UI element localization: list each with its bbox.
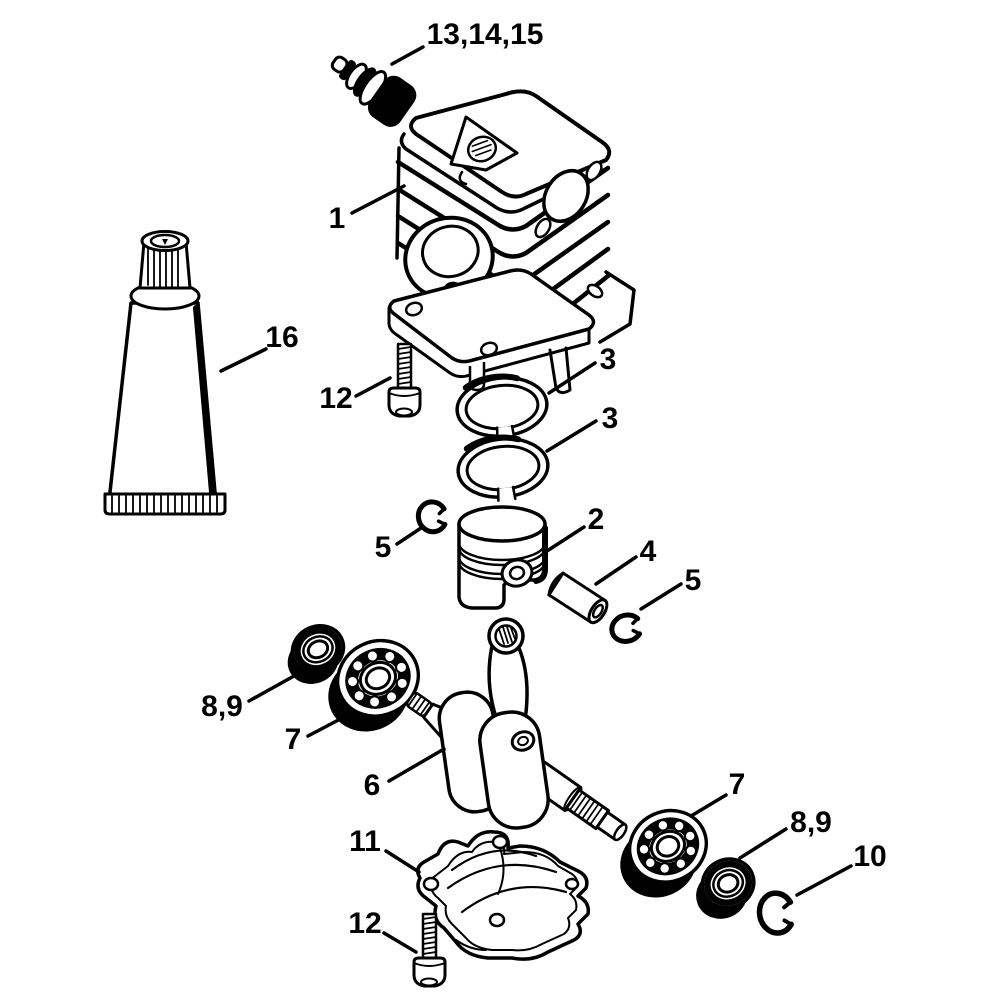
callout-label-circlip: 5 xyxy=(684,564,702,597)
callout-label-piston-pin: 4 xyxy=(639,535,657,568)
screw-shape xyxy=(387,342,422,418)
leader-line-spark-plug xyxy=(390,45,425,66)
callout-label-circlip: 5 xyxy=(374,531,392,564)
piston-shape xyxy=(457,505,548,610)
oil-seal-shape xyxy=(287,624,346,684)
circlip-shape xyxy=(609,612,643,644)
crankcase-shape xyxy=(416,830,591,961)
callout-label-piston-ring: 3 xyxy=(599,343,617,376)
spark-plug-shape xyxy=(330,55,417,127)
callout-label-ball-bearing: 7 xyxy=(728,768,746,801)
crankshaft-shape xyxy=(405,617,628,842)
leader-lines-layer xyxy=(219,45,853,954)
ball-bearing-shape xyxy=(620,808,709,898)
leader-line-piston xyxy=(545,525,586,553)
sealant-tube-shape xyxy=(103,230,227,516)
callout-label-cylinder: 1 xyxy=(328,202,346,235)
piston-ring-shape xyxy=(456,434,550,502)
callout-label-crankshaft: 6 xyxy=(363,769,381,802)
leader-line-piston-ring xyxy=(545,419,598,453)
leader-line-screw xyxy=(354,376,392,398)
leader-line-ball-bearing xyxy=(689,793,728,818)
callout-label-screw: 12 xyxy=(319,382,353,415)
leader-line-piston-pin xyxy=(594,555,638,586)
piston-pin-shape xyxy=(547,571,609,625)
oil-seal-shape xyxy=(696,857,756,919)
callout-label-oil-seal: 8,9 xyxy=(790,806,832,839)
leader-line-screw xyxy=(382,931,418,954)
piston-ring-shape xyxy=(455,373,549,441)
callout-label-piston-ring: 3 xyxy=(601,402,619,435)
leader-line-ball-bearing xyxy=(306,714,348,738)
ball-bearing-shape xyxy=(328,638,421,732)
leader-line-oil-seal xyxy=(247,674,296,703)
leader-line-crankshaft xyxy=(387,747,446,783)
circlip-shape xyxy=(415,499,448,535)
screw-shape xyxy=(412,912,447,988)
leader-line-circlip xyxy=(395,526,423,546)
leader-line-crankcase xyxy=(384,849,421,874)
callout-label-circlip: 10 xyxy=(853,840,887,873)
callout-label-sealant-tube: 16 xyxy=(265,321,299,354)
circlip-shape xyxy=(756,890,794,936)
leader-line-piston-ring xyxy=(547,361,597,395)
callout-label-crankcase: 11 xyxy=(349,825,381,858)
leader-line-oil-seal xyxy=(738,827,788,860)
callout-label-spark-plug: 13,14,15 xyxy=(426,18,544,51)
callout-label-oil-seal: 8,9 xyxy=(201,690,243,723)
leader-line-cylinder xyxy=(350,184,406,215)
leader-line-circlip xyxy=(795,864,853,897)
callout-label-piston: 2 xyxy=(587,503,605,536)
cylinder-shape xyxy=(387,89,636,395)
callout-label-ball-bearing: 7 xyxy=(284,723,302,756)
leader-line-sealant-tube xyxy=(219,347,268,373)
leader-line-circlip xyxy=(639,582,683,611)
callout-label-screw: 12 xyxy=(348,907,382,940)
